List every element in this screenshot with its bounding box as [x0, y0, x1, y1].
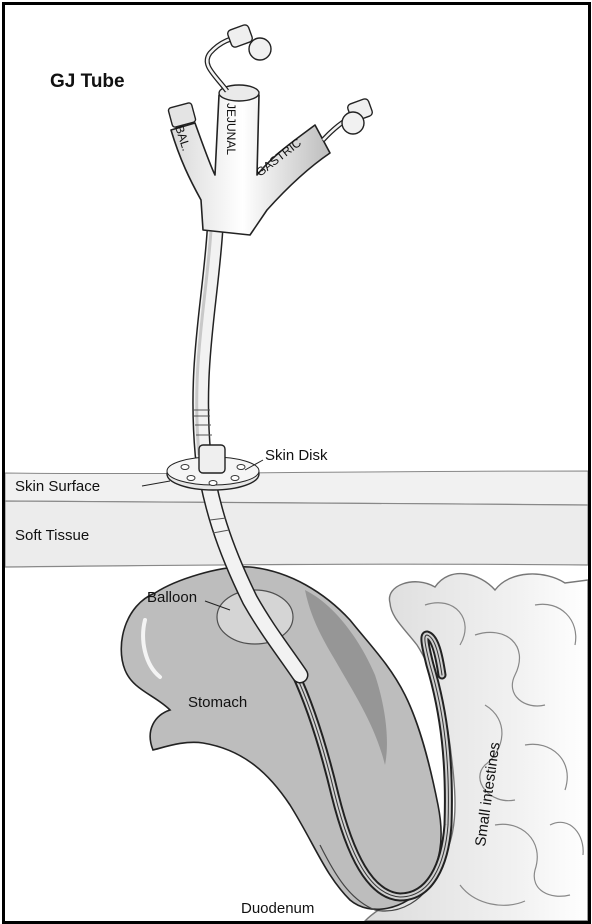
tube-hub	[168, 24, 374, 235]
skin-disk-label: Skin Disk	[265, 447, 328, 464]
gastric-plug-knob	[342, 112, 364, 134]
soft-tissue-label: Soft Tissue	[15, 527, 89, 544]
soft-tissue-band	[5, 501, 588, 567]
diagram-title: GJ Tube	[50, 71, 125, 92]
port-label-jejunal: JEJUNAL	[224, 103, 238, 155]
skin-disk	[167, 445, 259, 490]
duodenum-label: Duodenum	[241, 900, 314, 917]
balloon-label: Balloon	[147, 589, 197, 606]
stomach-label: Stomach	[188, 694, 247, 711]
gj-tube-diagram: GJ Tube BAL. JEJUNAL GASTRIC Skin Disk S…	[5, 5, 588, 921]
jejunal-plug-knob	[249, 38, 271, 60]
skin-surface-label: Skin Surface	[15, 478, 100, 495]
